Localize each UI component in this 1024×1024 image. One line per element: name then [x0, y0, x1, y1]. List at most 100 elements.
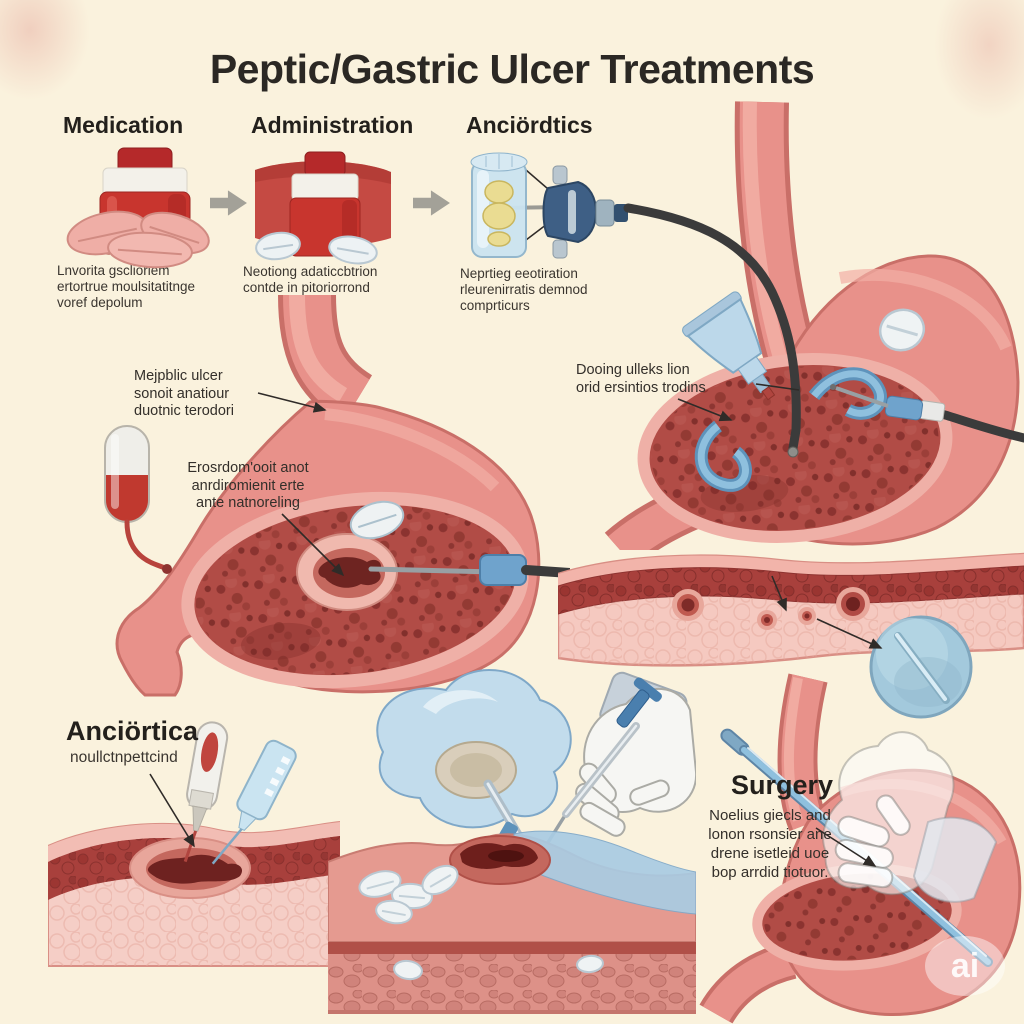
esophagus-fill	[781, 674, 824, 830]
injection-needle	[368, 566, 498, 575]
syringe-shoulder	[238, 810, 257, 831]
label-line: Dooing ulleks lion	[576, 362, 690, 378]
cord-anchor	[162, 564, 172, 574]
header-medication: Medication	[63, 112, 184, 138]
syringe-plunger	[616, 677, 662, 728]
capsule	[104, 425, 172, 574]
syringe-tool	[211, 739, 297, 865]
stomach-right-illustration	[604, 101, 1024, 550]
finger-shape	[875, 794, 911, 836]
stomach-sheen	[838, 268, 1012, 351]
tablet-score	[117, 248, 182, 256]
score-line	[895, 633, 947, 701]
capsule-in-jar	[482, 202, 516, 230]
tissue-strip-illustration	[558, 552, 1024, 667]
stomach-sheen	[324, 408, 500, 492]
white-tablet	[421, 864, 459, 896]
tablet-score	[429, 874, 452, 888]
white-tablet	[328, 235, 378, 265]
esophagus-highlight	[289, 294, 348, 402]
label-line: anrdiromienit erte	[191, 477, 305, 494]
caption-administration: Neotiong adaticcbtrion contde in pitorio…	[243, 264, 377, 296]
spot-core	[764, 617, 770, 623]
tablet-score	[336, 247, 369, 255]
label-line: sonoit anatiour	[134, 385, 230, 402]
page-title: Peptic/Gastric Ulcer Treatments	[209, 46, 815, 92]
caption-line: voref depolum	[57, 295, 143, 310]
tablet-score	[366, 880, 395, 890]
ai-watermark: ai	[925, 936, 1005, 996]
label-line: orid ersintios trodins	[576, 379, 706, 396]
caption-antibiotics-column: Neprtieg eeotiration rleurenirratis demn…	[460, 266, 588, 314]
tablet-face	[576, 954, 604, 974]
white-tablet	[358, 870, 402, 898]
capsule-bottom	[105, 475, 149, 522]
thumb	[875, 794, 911, 836]
capsule-highlight	[111, 434, 119, 509]
plunger-rod	[616, 689, 650, 728]
ulcer-spot	[836, 587, 870, 621]
arrow-shape	[210, 190, 247, 216]
caption-medication: Lnvorita gscliorlem ertortrue moulsitati…	[57, 263, 195, 311]
label-antibiotics-heading: Anciörtica	[66, 716, 199, 746]
scope-slit-highlight	[568, 190, 576, 234]
finger	[579, 801, 626, 837]
header-antibiotics: Anciördtics	[466, 112, 593, 138]
white-tablet	[255, 231, 301, 261]
syringe-mark	[275, 766, 285, 776]
label-line: Noelius giecls and	[709, 807, 831, 824]
capsule-cord	[124, 519, 168, 571]
right-side-instrument	[830, 384, 1024, 443]
label-surgery-caption: Noelius giecls and lonon rsonsier ane dr…	[696, 806, 844, 882]
esophagus-highlight	[783, 677, 803, 822]
esophagus-fill	[283, 294, 371, 421]
syringe-mark	[269, 777, 280, 787]
bottle-band	[291, 173, 359, 201]
medication-bottle-illustration	[66, 147, 210, 269]
tablet-score	[263, 243, 294, 251]
syringe-mark	[264, 788, 275, 798]
header-administration: Administration	[251, 112, 414, 138]
muscularis-line	[328, 942, 696, 954]
spot-core	[681, 598, 695, 612]
tissue-outer-lip	[48, 822, 340, 862]
pebble-texture	[328, 954, 696, 1012]
tablet-score	[381, 909, 406, 917]
jar-endoscope-illustration	[470, 152, 628, 259]
thumb	[629, 779, 670, 806]
submucosa-cell-texture	[48, 874, 340, 966]
tablet-face	[375, 899, 413, 925]
syringe-barrel	[236, 739, 297, 821]
white-tablet	[349, 500, 405, 540]
white-tablet	[375, 899, 413, 925]
caption-line: ertortrue moulsitatitnge	[57, 279, 196, 294]
label-peptic-ulcer: Mejpblic ulcer sonoit anatiour duotnic t…	[134, 368, 234, 421]
label-line: lonon rsonsier ane	[708, 826, 832, 843]
ulcer-deep	[488, 850, 524, 862]
drape-highlight	[423, 690, 498, 714]
capsule-in-jar	[487, 231, 511, 247]
tablet-face	[328, 235, 378, 265]
tablet-face	[107, 231, 193, 269]
label-erosion: Erosrdom'ooit anot anrdiromienit erte an…	[158, 460, 338, 513]
label-antibiotics-subheading: noullctnpettcind	[70, 749, 178, 766]
finger-shape	[629, 779, 670, 806]
ulcer-crater	[129, 837, 251, 899]
pen-red-window	[200, 732, 219, 772]
barrel-sheen	[564, 724, 638, 816]
finger-shape	[579, 801, 626, 837]
label-line: ante natnoreling	[196, 495, 300, 511]
label-line: bop arrdid tiotuor.	[711, 864, 829, 881]
white-tablet	[393, 959, 423, 981]
ulcer-spot	[798, 607, 816, 625]
injection-needle	[835, 386, 889, 408]
blue-tube	[811, 370, 884, 417]
label-surgery-heading: Surgery	[731, 770, 834, 800]
label-line: Mejpblic ulcer	[134, 368, 223, 384]
capsule-top	[105, 426, 149, 475]
label-line: duotnic terodori	[134, 403, 234, 419]
caption-line: rleurenirratis demnod	[460, 282, 588, 297]
scope-crossbar	[552, 239, 568, 259]
needle-hub	[884, 395, 924, 421]
